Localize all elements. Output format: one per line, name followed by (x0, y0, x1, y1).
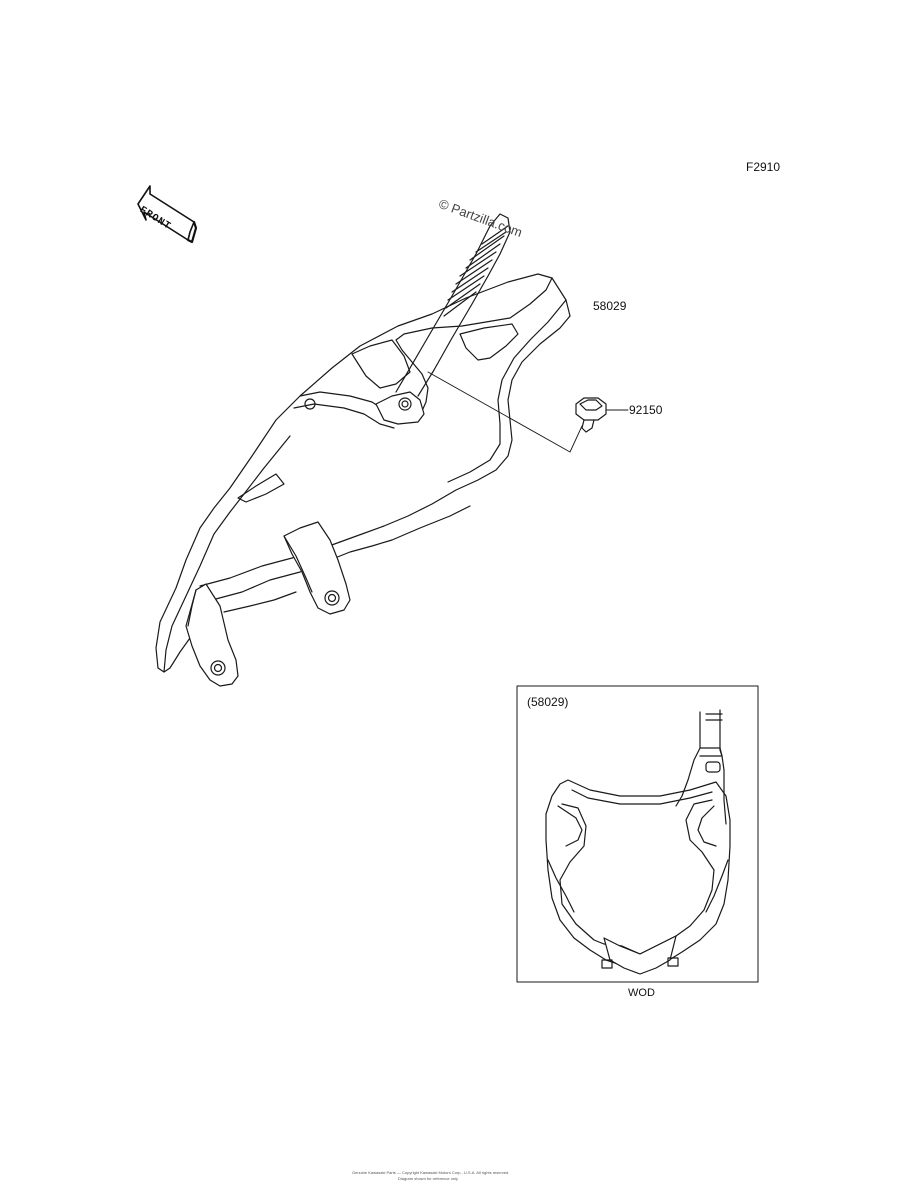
front-arrow-icon (137, 185, 198, 244)
callout-92150: 92150 (629, 403, 663, 417)
inset-frame (516, 685, 759, 983)
callout-58029: 58029 (593, 299, 627, 313)
inset-variant-label: WOD (628, 987, 655, 999)
inset-part-ref: (58029) (527, 695, 569, 709)
headlight-cover-drawing (155, 213, 583, 687)
bolt-drawing (575, 397, 629, 433)
inset-number-plate-drawing (545, 709, 731, 975)
footer-line-2: Diagram shown for reference only (398, 1176, 459, 1181)
footer-line-1: Genuine Kawasaki Parts — Copyright Kawas… (352, 1170, 510, 1175)
figure-code: F2910 (746, 160, 781, 174)
